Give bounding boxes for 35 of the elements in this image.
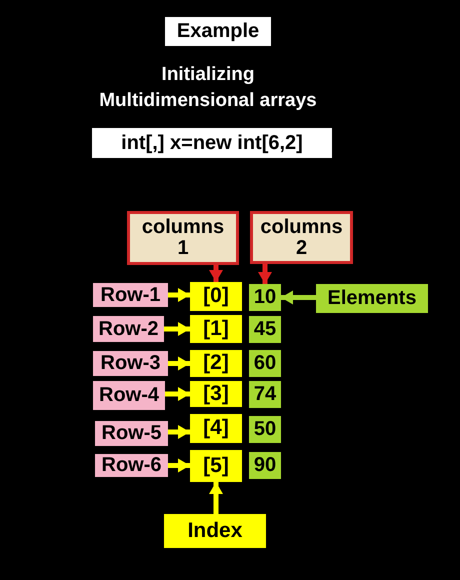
subtitle-text: Initializing Multidimensional arrays: [98, 63, 318, 113]
heading-box: Example: [165, 17, 271, 46]
index-cell: [2]: [190, 350, 242, 377]
row-label: Row-6: [95, 454, 168, 477]
index-cell: [1]: [190, 315, 242, 343]
value-cell: 45: [249, 316, 281, 343]
value-cell: 74: [249, 381, 281, 408]
value-cell: 60: [249, 350, 281, 377]
row-label: Row-4: [93, 381, 165, 410]
row-label: Row-2: [93, 316, 164, 342]
index-cell: [4]: [190, 414, 242, 443]
arrow: [209, 265, 223, 282]
arrow: [258, 264, 272, 284]
arrow: [168, 288, 190, 302]
arrow: [168, 356, 190, 370]
arrow: [209, 482, 223, 514]
arrow: [168, 458, 190, 472]
row-label: Row-3: [93, 351, 168, 376]
arrow: [165, 387, 190, 401]
value-cell: 10: [249, 284, 281, 311]
index-cell: [5]: [190, 450, 242, 482]
code-box: int[,] x=new int[6,2]: [92, 128, 332, 158]
column-header: columns 1: [127, 211, 239, 265]
callout-label: Elements: [316, 284, 428, 313]
value-cell: 90: [249, 452, 281, 479]
arrow: [164, 322, 190, 336]
row-label: Row-5: [95, 421, 168, 446]
callout-label: Index: [164, 514, 266, 548]
column-header: columns 2: [250, 211, 353, 264]
arrow: [168, 425, 190, 439]
index-cell: [3]: [190, 381, 242, 407]
index-cell: [0]: [190, 282, 242, 311]
value-cell: 50: [249, 416, 281, 443]
row-label: Row-1: [93, 283, 168, 307]
arrow: [281, 290, 316, 304]
